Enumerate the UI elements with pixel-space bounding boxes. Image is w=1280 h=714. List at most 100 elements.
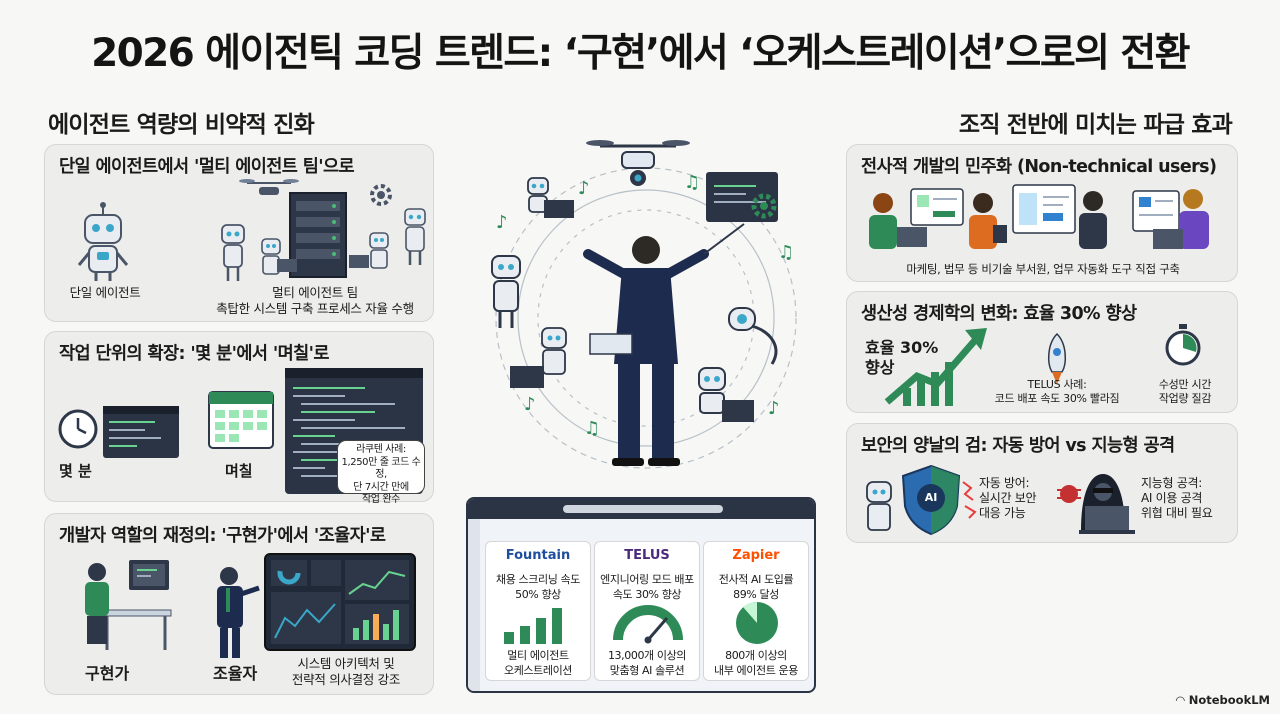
card-note-line: 맞춤형 AI 솔루션 bbox=[609, 664, 685, 677]
threat-bug-icon bbox=[1057, 485, 1081, 503]
case-card-fountain: Fountain 채용 스크리닝 속도 50% 향상 멀티 에이전트 오케스트레… bbox=[485, 541, 591, 681]
card-stat: 채용 스크리닝 속도 50% 향상 bbox=[488, 572, 588, 602]
robot-icon bbox=[261, 238, 297, 275]
attack-spark-icon bbox=[962, 481, 977, 519]
conductor-icon bbox=[583, 223, 745, 466]
panel-productivity: 생산성 경제학의 변화: 효율 30% 향상 효율 30% 향상 TELUS 사… bbox=[846, 291, 1238, 413]
dashboard-panel-icon bbox=[264, 553, 416, 651]
case-card-zapier: Zapier 전사적 AI 도입률 89% 달성 800개 이상의 내부 에이전… bbox=[703, 541, 809, 681]
orchestrator-desc-1: 시스템 아키텍처 및 bbox=[297, 656, 395, 671]
gear-icon bbox=[370, 184, 392, 206]
developer-role-illustration bbox=[85, 553, 416, 658]
music-note-icon: ♫ bbox=[684, 172, 700, 193]
card-note: 13,000개 이상의 맞춤형 AI 솔루션 bbox=[597, 648, 697, 678]
developer-at-desk-icon bbox=[85, 560, 172, 650]
panel-security: 보안의 양날의 검: 자동 방어 vs 지능형 공격 bbox=[846, 423, 1238, 543]
calendar-icon bbox=[208, 391, 274, 449]
person-icon bbox=[869, 193, 927, 249]
orchestrator-desc-2: 전략적 의사결정 강조 bbox=[291, 672, 401, 687]
person-icon bbox=[1153, 189, 1209, 249]
gauge-icon bbox=[613, 605, 683, 644]
robot-icon bbox=[349, 232, 389, 269]
multi-agent-label: 멀티 에이전트 팀 bbox=[272, 285, 358, 300]
code-window-icon bbox=[706, 172, 778, 222]
efficiency-label-1: 효율 30% bbox=[865, 338, 939, 357]
right-section-heading: 조직 전반에 미치는 파급 효과 bbox=[958, 112, 1233, 138]
panel-security-title: 보안의 양날의 검: 자동 방어 vs 지능형 공격 bbox=[861, 436, 1175, 456]
card-stat-line: 50% 향상 bbox=[515, 588, 561, 601]
clock-icon bbox=[58, 409, 98, 449]
ui-card-icon bbox=[1132, 190, 1180, 232]
multi-agent-illustration bbox=[77, 179, 426, 281]
time-saved-label-1: 수성만 시간 bbox=[1158, 378, 1212, 391]
telus-case-label-1: TELUS 사례: bbox=[1027, 378, 1087, 391]
robot-icon bbox=[221, 224, 245, 281]
implementer-label: 구현가 bbox=[85, 664, 130, 683]
single-agent-label: 단일 에이전트 bbox=[69, 285, 141, 300]
stopwatch-icon bbox=[1165, 324, 1201, 366]
ui-card-icon bbox=[1012, 184, 1076, 234]
orchestrator-label: 조율자 bbox=[213, 664, 258, 683]
robot-icon bbox=[698, 367, 754, 422]
card-logo: TELUS bbox=[624, 548, 670, 563]
defense-line: 실시간 보안 bbox=[979, 491, 1037, 505]
robot-icon bbox=[404, 208, 426, 265]
productivity-illustration bbox=[884, 324, 1201, 406]
bar-chart-icon bbox=[504, 608, 562, 644]
democratization-caption: 마케팅, 법무 등 비기술 부서원, 업무 자동화 도구 직접 구축 bbox=[906, 262, 1180, 276]
card-stat: 엔지니어링 모드 배포 속도 30% 향상 bbox=[597, 572, 697, 602]
panel-developer-role: 개발자 역할의 재정의: '구현가'에서 '조율자'로 bbox=[44, 513, 434, 695]
laptop-icon bbox=[1079, 506, 1135, 534]
time-saved-label-2: 작업량 질감 bbox=[1158, 392, 1212, 405]
music-note-icon: ♪ bbox=[524, 394, 536, 415]
brand-logo: ◠ NotebookLM bbox=[1176, 693, 1270, 707]
card-note-line: 오케스트레이션 bbox=[503, 664, 573, 677]
gear-icon bbox=[751, 193, 777, 219]
defense-line: 자동 방어: bbox=[979, 476, 1030, 490]
panel-democratization-title: 전사적 개발의 민주화 (Non-technical users) bbox=[861, 157, 1217, 177]
defense-line: 대응 가능 bbox=[979, 506, 1026, 520]
single-robot-icon bbox=[77, 202, 129, 281]
notebooklm-icon: ◠ bbox=[1175, 693, 1185, 707]
conductor-illustration: ♪ ♫ ♪ ♫ ♪ ♪ ♫ bbox=[491, 140, 797, 469]
attack-text: 지능형 공격: AI 이용 공격 위협 대비 필요 bbox=[1141, 476, 1233, 521]
telus-case-label-2: 코드 배포 속도 30% 빨라짐 bbox=[994, 392, 1120, 405]
panel-multi-agent-title: 단일 에이전트에서 '멀티 에이전트 팀'으로 bbox=[59, 157, 355, 177]
case-card-telus: TELUS 엔지니어링 모드 배포 속도 30% 향상 13,000개 이상의 … bbox=[594, 541, 700, 681]
card-stat: 전사적 AI 도입률 89% 달성 bbox=[706, 572, 806, 602]
code-window-icon bbox=[103, 406, 179, 458]
pie-chart-icon bbox=[736, 601, 778, 644]
drone-icon bbox=[239, 179, 299, 195]
attack-line: 위협 대비 필요 bbox=[1141, 506, 1213, 520]
card-stat-line: 채용 스크리닝 속도 bbox=[496, 573, 580, 586]
card-note: 멀티 에이전트 오케스트레이션 bbox=[488, 648, 588, 678]
card-note: 800개 이상의 내부 에이전트 운용 bbox=[706, 648, 806, 678]
robot-icon bbox=[510, 327, 567, 388]
panel-democratization: 전사적 개발의 민주화 (Non-technical users) bbox=[846, 144, 1238, 282]
card-logo: Fountain bbox=[505, 548, 571, 563]
attack-line: 지능형 공격: bbox=[1141, 476, 1202, 490]
window-titlebar bbox=[468, 499, 814, 519]
ui-card-icon bbox=[910, 188, 964, 226]
card-note-line: 13,000개 이상의 bbox=[607, 649, 687, 662]
rocket-icon bbox=[1047, 332, 1067, 384]
bubble-line: 단 7시간 만에 bbox=[353, 481, 409, 493]
music-note-icon: ♪ bbox=[496, 212, 508, 233]
person-icon bbox=[1079, 191, 1107, 249]
card-stat-line: 89% 달성 bbox=[733, 588, 779, 601]
person-icon bbox=[969, 193, 1007, 249]
music-note-icon: ♪ bbox=[768, 398, 780, 419]
bubble-line: 1,250만 줄 코드 수정, bbox=[341, 456, 421, 481]
robot-icon bbox=[527, 177, 574, 218]
panel-productivity-title: 생산성 경제학의 변화: 효율 30% 향상 bbox=[861, 304, 1137, 324]
panel-developer-role-title: 개발자 역할의 재정의: '구현가'에서 '조율자'로 bbox=[59, 526, 386, 546]
card-stat-line: 전사적 AI 도입률 bbox=[718, 573, 794, 586]
orchestrator-person-icon bbox=[217, 567, 260, 658]
address-bar bbox=[563, 505, 723, 513]
card-note-line: 멀티 에이전트 bbox=[507, 649, 569, 662]
page-title: 2026 에이전틱 코딩 트렌드: ‘구현’에서 ‘오케스트레이션’으로의 전환 bbox=[91, 31, 1190, 76]
card-note-line: 800개 이상의 bbox=[725, 649, 787, 662]
music-note-icon: ♫ bbox=[584, 418, 600, 439]
democratization-illustration bbox=[869, 184, 1209, 249]
panel-task-duration-title: 작업 단위의 확장: '몇 분'에서 '며칠'로 bbox=[59, 344, 330, 364]
